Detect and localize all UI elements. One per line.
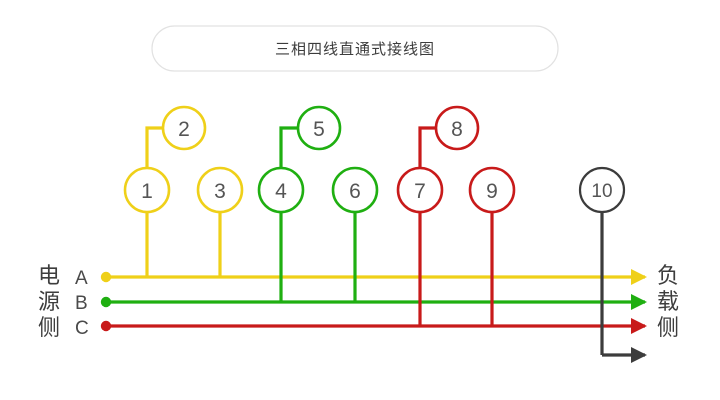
page-title: 三相四线直通式接线图 [275,41,435,58]
terminal-8[interactable]: 8 [434,105,480,151]
terminal-7[interactable]: 7 [396,166,444,214]
terminal-label-7: 7 [414,180,426,203]
source-terminal-dots [100,271,112,332]
terminal-10[interactable]: 10 [578,166,626,214]
terminal-circle-6[interactable] [331,166,379,214]
terminal-label-4: 4 [275,180,287,203]
phase-letter-c: C [75,318,89,339]
title-banner: 三相四线直通式接线图 [151,25,559,72]
source-dot-phase-c [100,320,112,332]
phase-letter-a: A [75,268,88,289]
terminal-label-8: 8 [451,118,463,141]
terminal-circle-2[interactable] [161,105,207,151]
phase-letter-group: A B C [75,268,89,339]
bus-line-group [105,275,645,357]
phase-letter-b: B [75,293,88,314]
drop-wire-group [145,212,604,355]
source-label-char-3: 侧 [38,315,60,340]
terminal-circle-9[interactable] [468,166,516,214]
terminal-4[interactable]: 4 [257,166,305,214]
load-label-char-2: 载 [657,289,679,314]
terminal-6[interactable]: 6 [331,166,379,214]
terminal-5[interactable]: 5 [296,105,342,151]
terminal-circle-8[interactable] [434,105,480,151]
terminal-group: 1 2 3 4 5 6 [123,105,626,214]
terminal-label-1: 1 [141,180,153,203]
terminal-1[interactable]: 1 [123,166,171,214]
terminal-3[interactable]: 3 [196,166,244,214]
source-dot-phase-a [100,271,112,283]
terminal-label-9: 9 [486,180,498,203]
jumper-1-2 [145,126,163,168]
source-label-char-2: 源 [38,289,60,314]
terminal-circle-1[interactable] [123,166,171,214]
terminal-circle-5[interactable] [296,105,342,151]
terminal-2[interactable]: 2 [161,105,207,151]
jumper-wire-group [145,126,436,168]
arrowhead-phase-c [631,318,647,334]
terminal-label-6: 6 [349,180,361,203]
load-arrow-group [631,269,647,363]
jumper-7-8 [418,126,436,168]
load-label-char-1: 负 [657,263,679,288]
source-label-char-1: 电 [38,263,60,288]
jumper-4-5 [279,126,298,168]
source-side-label: 电 源 侧 [38,263,60,340]
arrowhead-neutral [631,347,647,363]
terminal-label-10: 10 [591,181,612,202]
terminal-circle-10[interactable] [578,166,626,214]
load-label-char-3: 侧 [657,315,679,340]
terminal-label-3: 3 [214,180,226,203]
terminal-label-5: 5 [313,118,325,141]
source-dot-phase-b [100,296,112,308]
terminal-circle-7[interactable] [396,166,444,214]
arrowhead-phase-b [631,294,647,310]
arrowhead-phase-a [631,269,647,285]
terminal-circle-3[interactable] [196,166,244,214]
terminal-9[interactable]: 9 [468,166,516,214]
terminal-label-2: 2 [178,118,190,141]
load-side-label: 负 载 侧 [657,263,679,340]
title-pill-shape [151,25,559,72]
terminal-circle-4[interactable] [257,166,305,214]
